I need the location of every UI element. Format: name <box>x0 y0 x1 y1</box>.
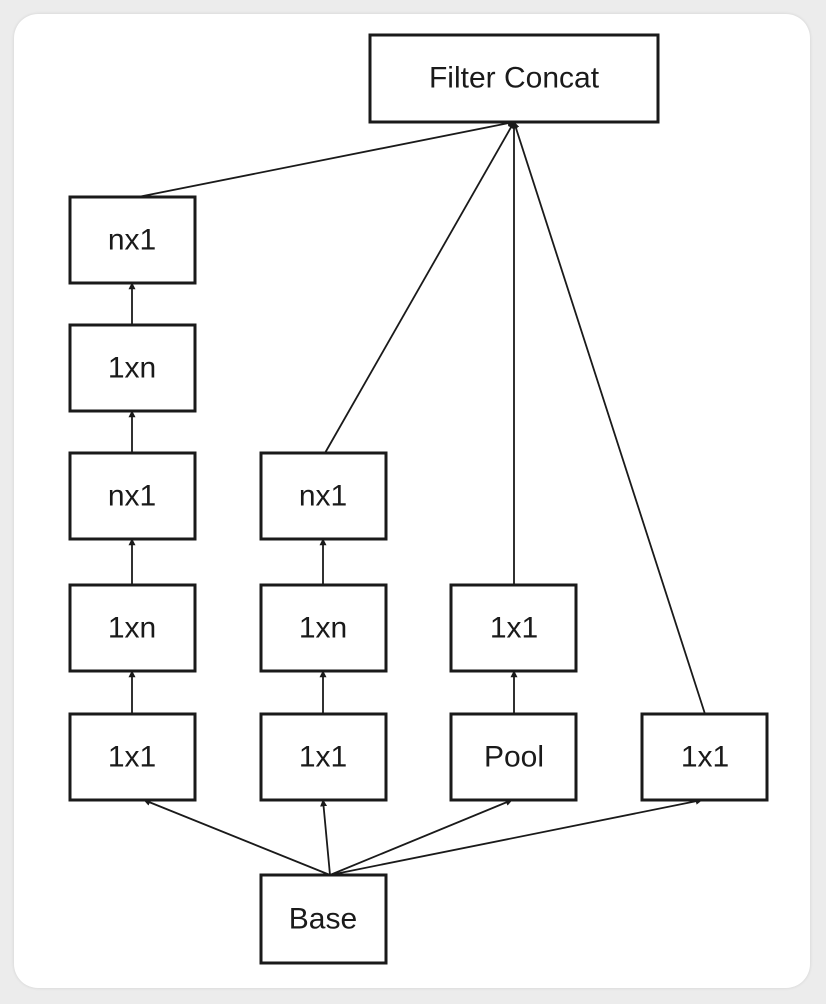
node-branch1-nx1-mid: nx1 <box>68 451 197 541</box>
node-label-base: Base <box>289 903 357 936</box>
node-branch1-1x1: 1x1 <box>68 712 197 802</box>
node-label-branch1-1x1: 1x1 <box>108 741 156 774</box>
node-branch1-nx1-top: nx1 <box>68 195 197 285</box>
node-branch2-nx1: nx1 <box>259 451 388 541</box>
node-filter-concat: Filter Concat <box>368 33 660 124</box>
node-branch3-1x1: 1x1 <box>449 583 578 673</box>
node-label-branch3-1x1: 1x1 <box>490 612 538 645</box>
node-label-branch2-1x1: 1x1 <box>299 741 347 774</box>
node-branch2-1x1: 1x1 <box>259 712 388 802</box>
nodes-layer: Filter Concat nx1 1xn nx1 1xn 1x1 nx1 <box>68 33 769 965</box>
node-branch4-1x1: 1x1 <box>640 712 769 802</box>
node-label-branch1-nx1-mid: nx1 <box>108 480 156 513</box>
node-branch2-1xn: 1xn <box>259 583 388 673</box>
node-label-branch4-1x1: 1x1 <box>681 741 729 774</box>
node-base: Base <box>259 873 388 965</box>
edge-b1-nx1-top-to-filter-concat <box>137 119 515 198</box>
edge-b2-nx1-to-filter-concat <box>324 121 515 454</box>
edge-base-to-b3-pool <box>329 799 513 876</box>
node-label-filter-concat: Filter Concat <box>429 62 600 95</box>
edge-b4-1x1-to-filter-concat <box>512 121 706 715</box>
edge-base-to-b2-1x1 <box>320 799 331 876</box>
node-label-branch1-1xn-low: 1xn <box>108 612 156 645</box>
edges-layer <box>128 119 706 876</box>
edge-base-to-b1-1x1 <box>143 799 331 876</box>
node-label-branch3-pool: Pool <box>484 741 544 774</box>
node-branch1-1xn-mid: 1xn <box>68 323 197 413</box>
node-label-branch2-nx1: nx1 <box>299 480 347 513</box>
node-label-branch1-nx1-top: nx1 <box>108 224 156 257</box>
node-branch1-1xn-low: 1xn <box>68 583 197 673</box>
node-label-branch2-1xn: 1xn <box>299 612 347 645</box>
node-label-branch1-1xn-mid: 1xn <box>108 352 156 385</box>
edge-base-to-b4-1x1 <box>329 797 703 876</box>
node-branch3-pool: Pool <box>449 712 578 802</box>
